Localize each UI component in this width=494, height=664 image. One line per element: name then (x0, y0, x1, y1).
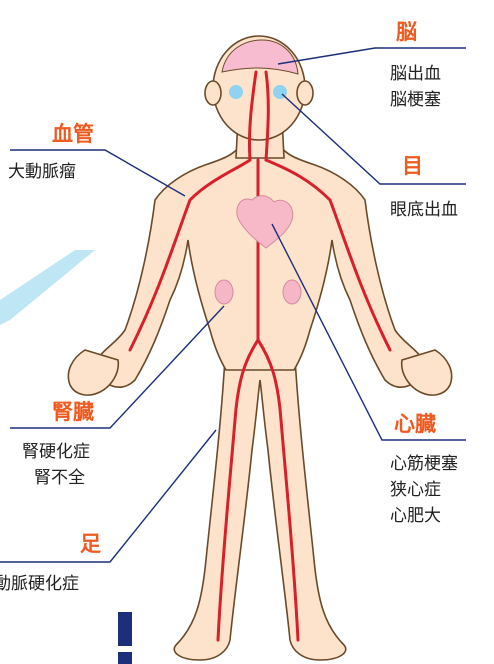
right-kidney (282, 279, 302, 305)
artery-network (128, 70, 392, 642)
leader-foot (0, 429, 217, 563)
kidney-title: 腎臓 (52, 400, 94, 424)
brain-region (221, 39, 299, 75)
vessels-item-1: 大動脈瘤 (8, 162, 76, 182)
eye-item-1: 眼底出血 (390, 200, 458, 220)
brain-item-2: 脳梗塞 (390, 90, 441, 110)
leader-vessels (10, 149, 186, 197)
foot-title: 足 (80, 532, 101, 556)
heart-item-3: 心肥大 (390, 506, 441, 526)
exclamation-icon (118, 612, 132, 664)
heart-organ (236, 195, 294, 249)
foot-item-1: 動脈硬化症 (0, 574, 79, 594)
heart-title: 心臓 (394, 412, 436, 436)
leader-heart (271, 223, 466, 441)
brain-item-1: 脳出血 (390, 64, 441, 84)
left-eye-icon (229, 85, 243, 99)
leader-kidney (10, 305, 225, 429)
leader-eye (281, 93, 466, 185)
heart-item-1: 心筋梗塞 (390, 454, 458, 474)
brain-title: 脳 (396, 20, 417, 44)
left-kidney (214, 279, 234, 305)
kidney-item-2: 腎不全 (34, 468, 85, 488)
leader-brain (277, 47, 466, 65)
eye-title: 目 (402, 154, 423, 178)
vessels-title: 血管 (52, 122, 94, 146)
body-silhouette (67, 35, 453, 661)
leader-lines (0, 47, 466, 563)
kidney-item-1: 腎硬化症 (22, 442, 90, 462)
heart-item-2: 狭心症 (390, 480, 441, 500)
background-ray (0, 250, 95, 325)
